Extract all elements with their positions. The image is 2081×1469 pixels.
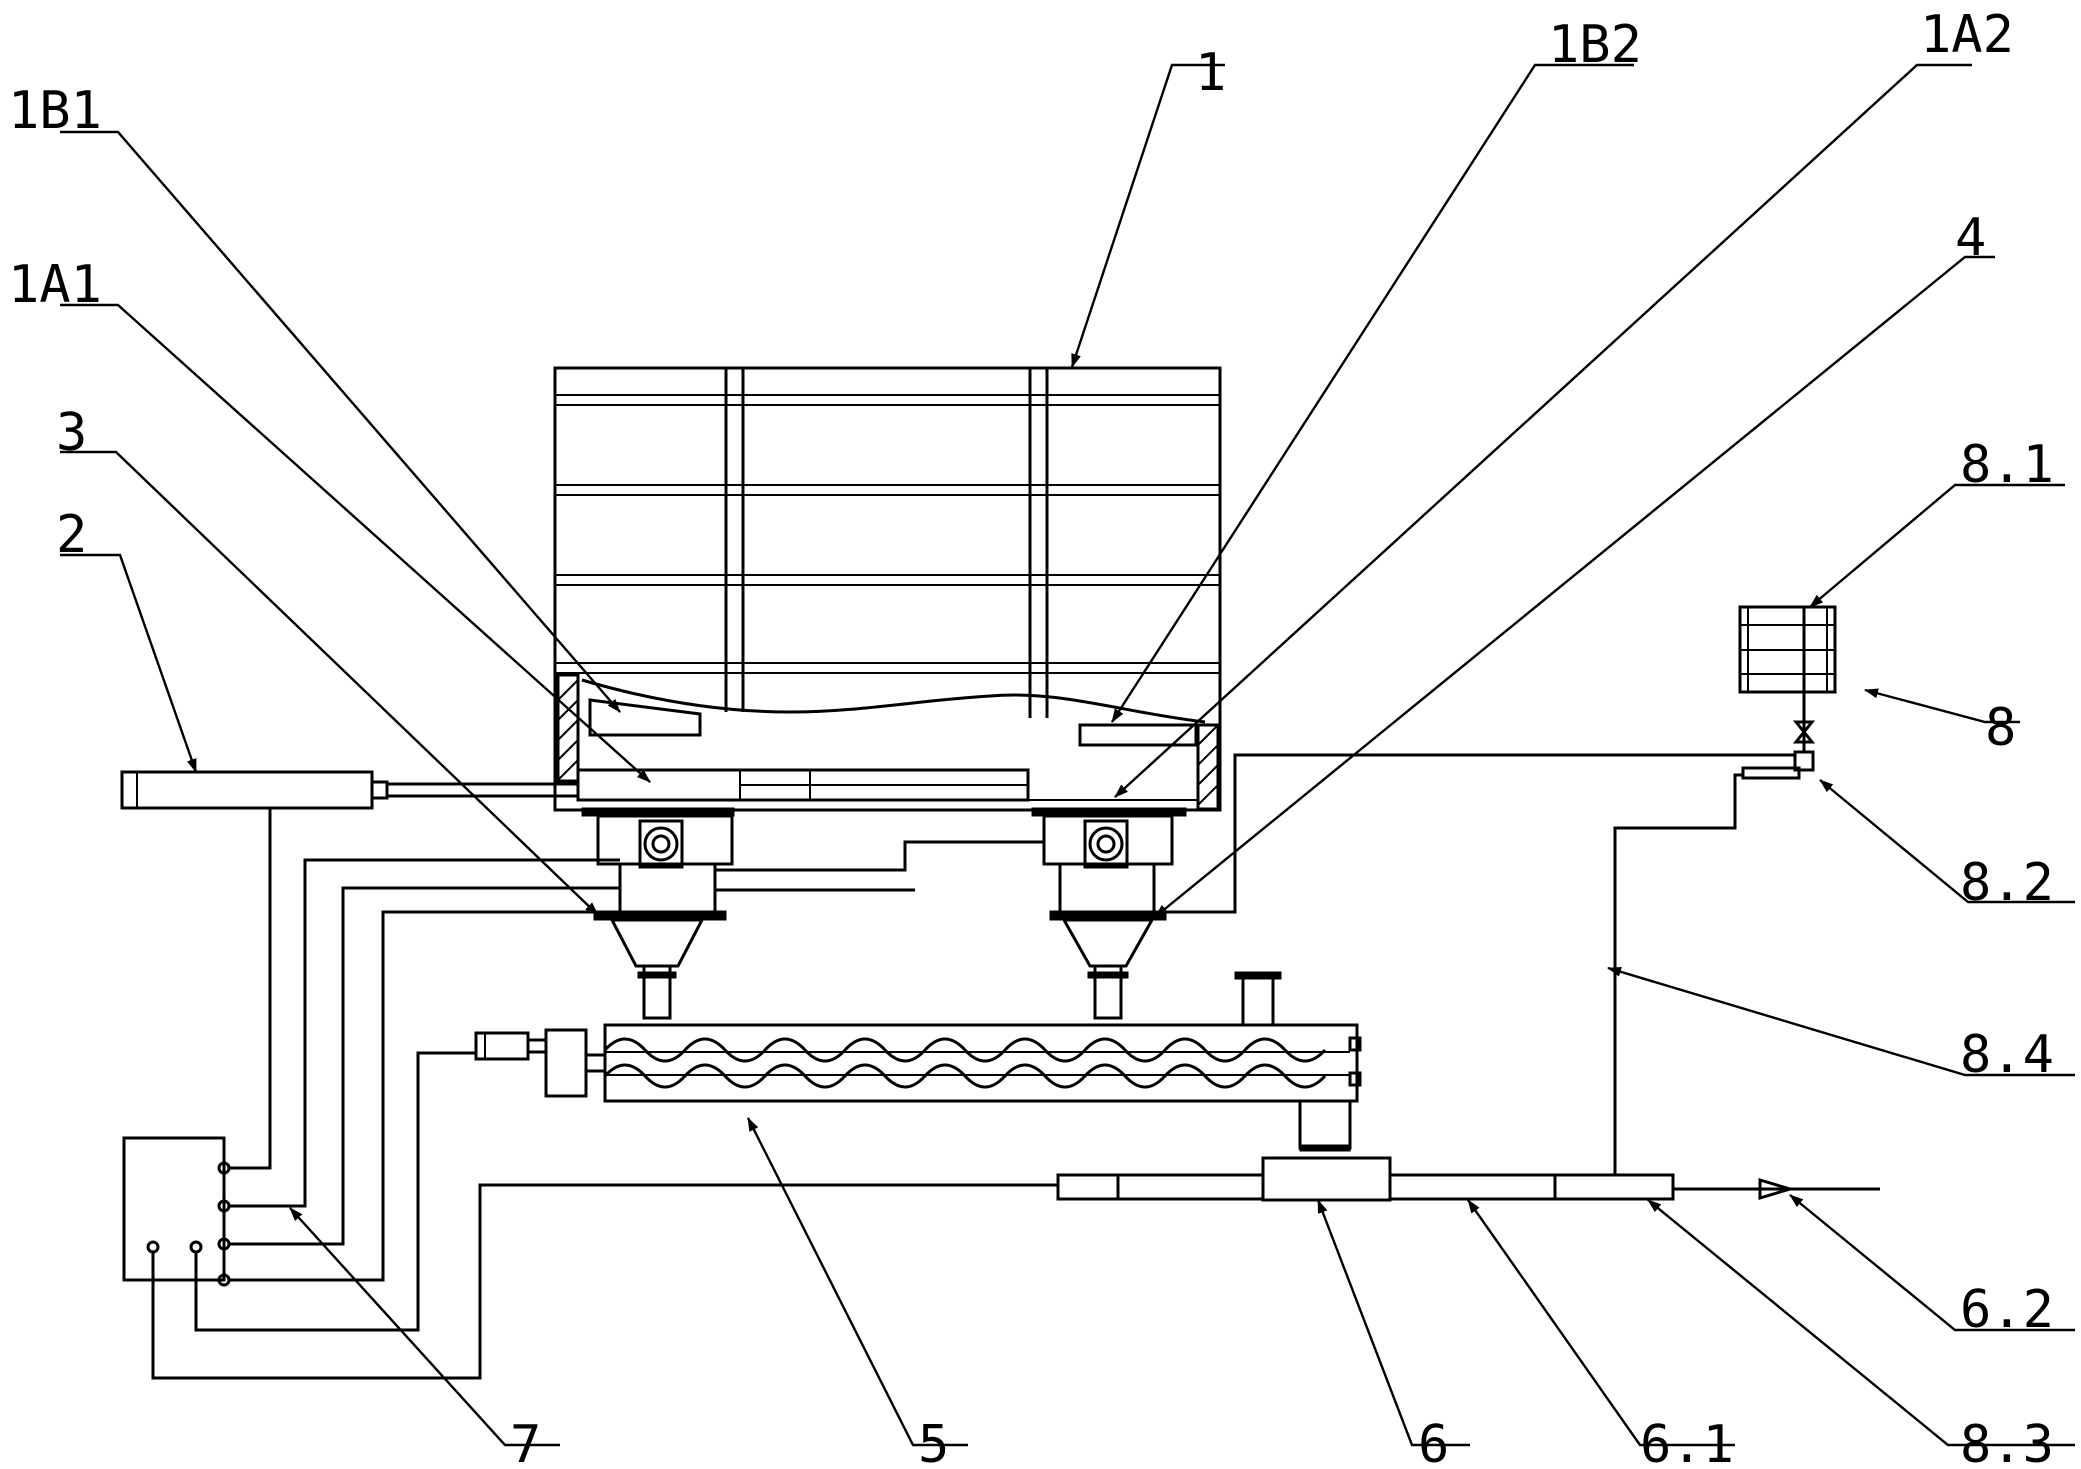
label-2: 2 bbox=[56, 505, 87, 565]
label-7: 7 bbox=[510, 1415, 541, 1469]
label-8.2: 8.2 bbox=[1960, 853, 2054, 913]
part-labels: 1 1B2 1A2 1B1 1A1 3 2 4 8.1 8 8.2 8.4 6.… bbox=[8, 5, 2054, 1469]
label-8.3: 8.3 bbox=[1960, 1415, 2054, 1469]
rotary-valve-left bbox=[581, 807, 735, 1020]
label-3: 3 bbox=[56, 403, 87, 463]
label-6: 6 bbox=[1418, 1415, 1449, 1469]
label-1: 1 bbox=[1195, 43, 1226, 103]
label-8.4: 8.4 bbox=[1960, 1025, 2054, 1085]
screw-conveyor bbox=[474, 971, 1362, 1152]
label-6.2: 6.2 bbox=[1960, 1280, 2054, 1340]
label-4: 4 bbox=[1955, 208, 1986, 268]
label-6.1: 6.1 bbox=[1640, 1415, 1734, 1469]
actuator-cylinder bbox=[120, 770, 578, 810]
signal-lines bbox=[151, 808, 1058, 1380]
label-1B1: 1B1 bbox=[8, 81, 102, 141]
conveying-line bbox=[1056, 1156, 1880, 1202]
storage-bin bbox=[553, 366, 1222, 812]
label-5: 5 bbox=[918, 1415, 949, 1469]
air-tank bbox=[1738, 605, 1837, 780]
label-8.1: 8.1 bbox=[1960, 435, 2054, 495]
leader-lines bbox=[60, 63, 2075, 1447]
label-1A2: 1A2 bbox=[1920, 5, 2014, 65]
label-1A1: 1A1 bbox=[8, 255, 102, 315]
rotary-valve-right bbox=[1031, 807, 1187, 1020]
label-8: 8 bbox=[1985, 698, 2016, 758]
pneumatic-lines bbox=[1165, 753, 1796, 1175]
label-1B2: 1B2 bbox=[1548, 15, 1642, 75]
control-box bbox=[122, 1136, 231, 1287]
